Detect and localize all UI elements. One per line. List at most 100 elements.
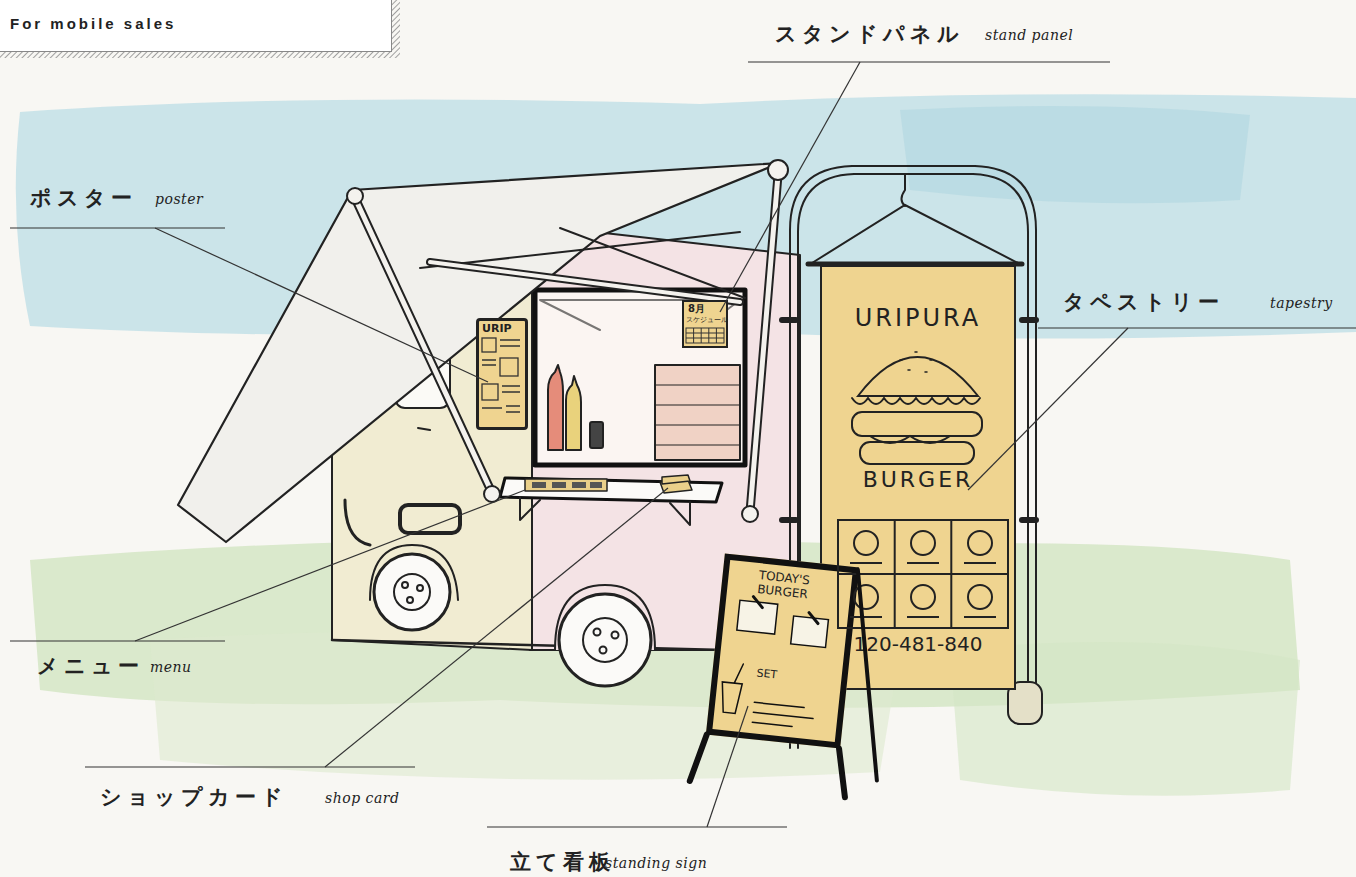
tapestry-stand [902,175,906,206]
poster-art [500,358,518,376]
food-truck [347,188,363,204]
panel-month: 8月 [688,303,705,315]
poster-art [482,384,498,400]
menu-grid [911,531,935,555]
food-truck [484,486,500,502]
part-name-en: tapestry [1270,295,1333,311]
burger-drawing [860,442,974,464]
menu-grid [911,585,935,609]
poster-art [482,340,520,365]
food-truck [750,175,778,512]
food-truck [566,376,581,450]
food-truck [178,160,800,686]
food-truck [600,647,607,654]
panel-schedule: スケジュール [686,316,728,324]
menu-grid [854,531,878,555]
part-name-en: shop card [325,790,399,806]
part-name: ポスター [30,184,137,212]
schedule-calendar [686,328,724,343]
header-hatching [0,0,400,58]
leader-lines [85,766,415,767]
leader-lines [10,640,225,641]
sign-set: SET [756,667,778,682]
food-truck [594,629,601,636]
part-name-en: menu [150,659,192,675]
poster-art [482,338,496,352]
leader-lines [968,328,1128,490]
leader-lines [135,490,525,641]
food-truck [417,585,423,591]
poster: URIP [476,318,528,430]
burger-drawing [858,357,978,396]
tapestry-stand [812,205,1018,263]
watercolor-wash [16,94,1356,795]
header-text: For mobile sales [10,15,176,32]
part-name: タペストリー [1063,288,1224,316]
food-truck [525,479,607,491]
part-name-en: stand panel [985,27,1073,43]
food-truck [662,475,690,484]
food-truck [532,482,602,488]
leader-lines [720,62,860,312]
burger-drawing [852,398,980,404]
stand-panel: 8月スケジュール [682,300,728,348]
menu-grid [850,563,996,617]
food-truck [655,365,740,460]
poster-art [482,338,520,412]
brand-name: URIPURA [822,305,1014,333]
leader-lines [748,61,1110,62]
poster-art [482,386,520,412]
standing-sign-art [752,702,814,728]
menu-grid [968,585,992,609]
burger-drawing [900,352,932,372]
leader-lines [1038,327,1356,328]
food-truck [535,290,745,465]
schedule-calendar [686,328,724,343]
food-truck [742,506,758,522]
poster-title: URIP [482,323,512,336]
brand-burger: BURGER [822,467,1014,492]
part-name: 立て看板 [510,848,615,876]
burger-drawing [852,412,982,436]
leader-lines [487,826,787,827]
leader-lines [325,488,668,767]
header-box: For mobile sales [0,0,392,52]
food-truck [559,594,651,686]
part-name-en: poster [155,191,203,207]
food-truck [655,385,740,445]
standing-sign-art [834,748,850,797]
burger-drawing [852,352,982,464]
food-truck [355,198,492,493]
food-truck [590,422,603,448]
food-truck [178,163,780,542]
menu-grid [838,520,1008,628]
leader-lines [10,227,225,228]
standing-sign-art [690,554,899,800]
leader-lines [10,62,1356,827]
food-truck [355,198,492,493]
part-name: メニュー [37,652,144,680]
menu-grid [968,531,992,555]
food-truck [612,632,619,639]
burger-drawing [870,436,950,443]
food-truck [400,505,460,533]
food-truck [520,497,690,525]
standing-sign-art [836,569,899,780]
standing-sign-art [751,597,820,624]
food-truck [374,554,450,630]
part-name: ショップカード [100,783,288,811]
food-truck [768,160,788,180]
standing-sign-art [719,662,744,714]
menu-grid [854,585,878,609]
standing-sign-art [737,600,778,634]
standing-sign: TODAY'S BURGER SET [706,553,859,748]
part-name-en: standing sign [605,855,707,871]
food-truck [583,618,627,662]
sign-heading: TODAY'S BURGER [757,569,851,606]
watercolor-wash [900,106,1250,203]
food-truck [418,428,430,430]
food-truck [402,582,408,588]
